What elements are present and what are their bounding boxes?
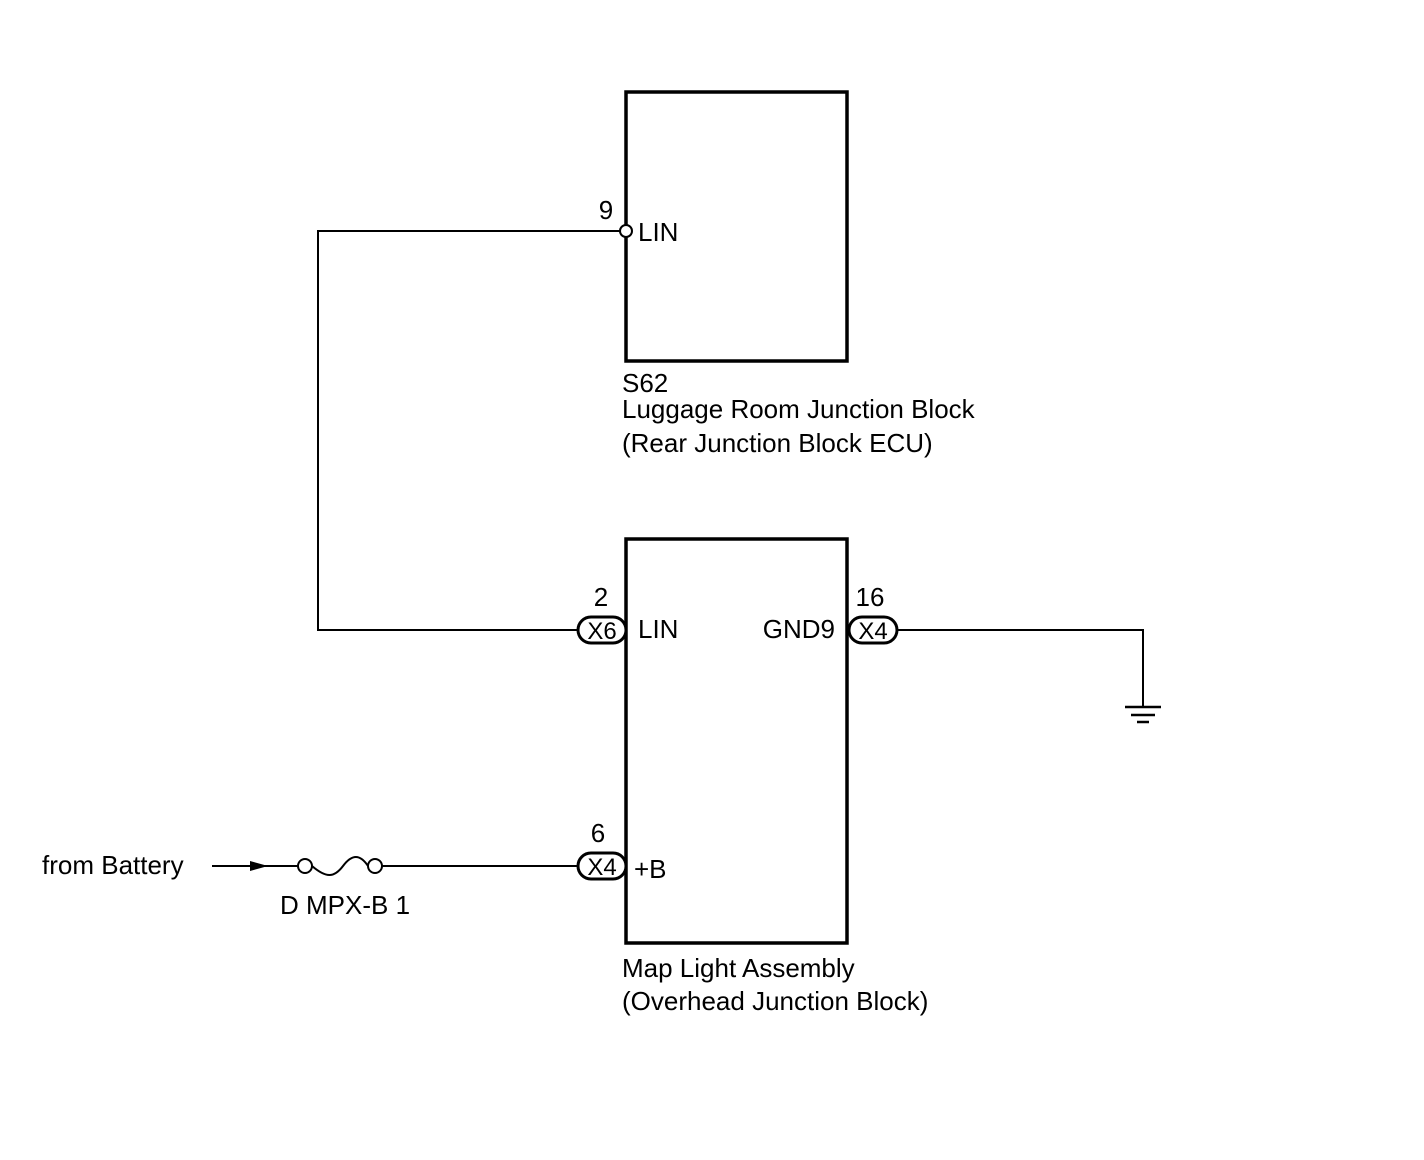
arrow-right-icon <box>250 861 268 871</box>
x4-power-connector: X4 <box>576 851 628 881</box>
power-pin-number: 6 <box>591 818 605 848</box>
ecu-name-line2: (Rear Junction Block ECU) <box>622 428 933 458</box>
x6-connector-label: X6 <box>587 618 616 645</box>
x4-ground-connector-label: X4 <box>858 618 887 645</box>
fuse-label: D MPX-B 1 <box>280 890 410 920</box>
map-light-assembly-box <box>624 537 849 945</box>
lin-pin-number: 2 <box>594 582 608 612</box>
x4-power-connector-label: X4 <box>587 854 616 881</box>
gnd-pin-number: 16 <box>856 582 885 612</box>
ground-icon <box>1125 705 1161 724</box>
map-light-name-line1: Map Light Assembly <box>622 953 855 983</box>
lin-wire <box>317 230 620 631</box>
lin-terminal-icon <box>619 224 633 238</box>
lin-pin-label: LIN <box>638 614 678 644</box>
x4-ground-connector: X4 <box>847 615 899 645</box>
fuse-icon <box>297 856 383 876</box>
ground-wire <box>897 629 1144 706</box>
battery-source-label: from Battery <box>42 850 184 880</box>
ecu-code: S62 <box>622 368 668 398</box>
power-pin-label: +B <box>634 854 667 884</box>
map-light-name-line2: (Overhead Junction Block) <box>622 986 928 1016</box>
x6-connector: X6 <box>576 615 628 645</box>
gnd-pin-label: GND9 <box>763 614 835 644</box>
ecu-name-line1: Luggage Room Junction Block <box>622 394 976 424</box>
ecu-pin-label: LIN <box>638 217 678 247</box>
ecu-pin-number: 9 <box>599 195 613 225</box>
